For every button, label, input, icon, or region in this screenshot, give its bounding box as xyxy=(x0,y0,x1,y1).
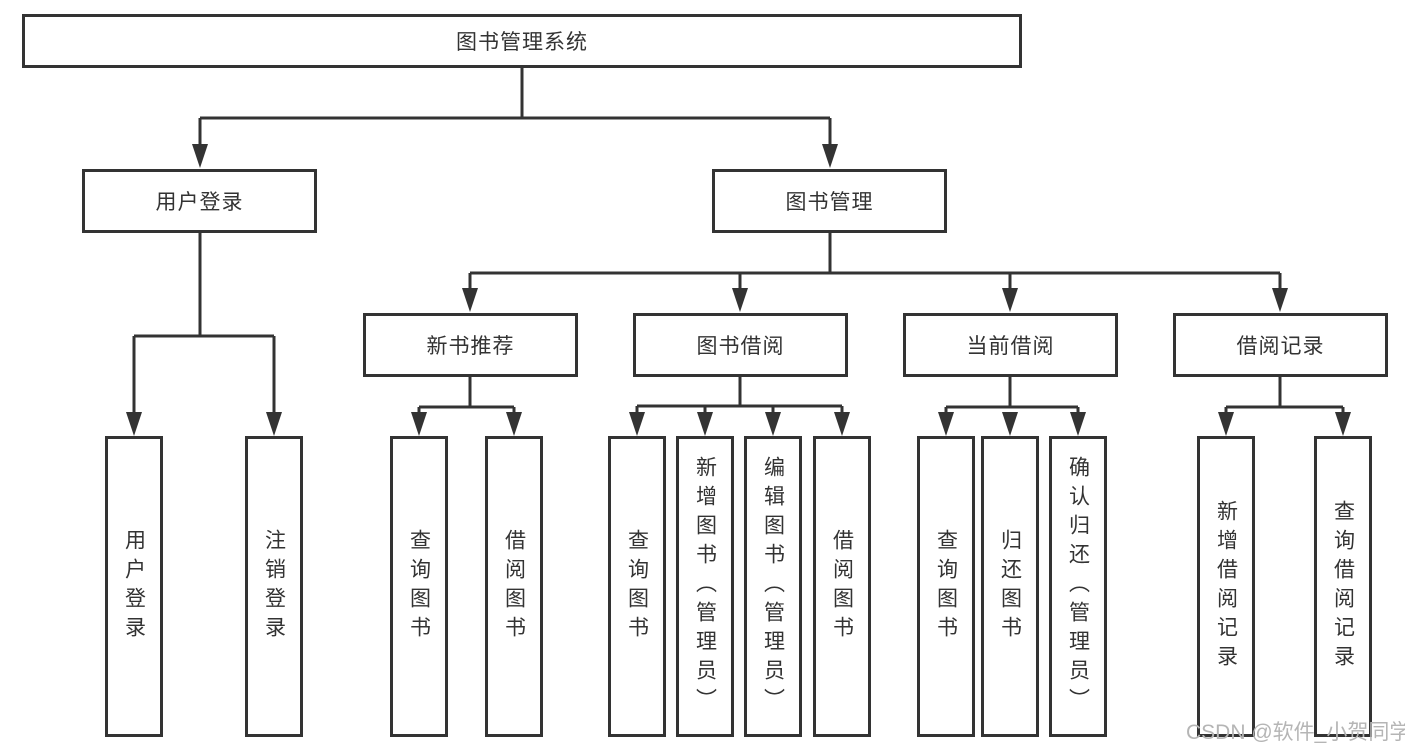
node-borrowing-records-label: 借阅记录 xyxy=(1236,335,1325,358)
node-root-system-label: 图书管理系统 xyxy=(456,31,588,54)
leaf-edit-book-admin-label: 编辑图书（管理员） xyxy=(761,456,785,717)
connector-root-to-level1 xyxy=(192,68,838,168)
node-book-borrowing: 图书借阅 xyxy=(633,313,848,377)
node-user-login: 用户登录 xyxy=(82,169,317,233)
node-book-management-label: 图书管理 xyxy=(785,191,874,214)
leaf-borrow-books-borrowing-label: 借阅图书 xyxy=(830,528,854,645)
leaf-query-books-recommend-label: 查询图书 xyxy=(407,528,431,645)
node-new-book-recommendation: 新书推荐 xyxy=(363,313,578,377)
connector-book-management-to-level2 xyxy=(462,233,1288,312)
leaf-query-books-current-label: 查询图书 xyxy=(934,528,958,645)
leaf-borrow-books-borrowing: 借阅图书 xyxy=(813,436,871,737)
connector-current-borrowing-to-leaves xyxy=(938,377,1086,436)
leaf-user-login-label: 用户登录 xyxy=(122,528,146,645)
leaf-confirm-return-admin-label: 确认归还（管理员） xyxy=(1066,456,1090,717)
leaf-query-books-current: 查询图书 xyxy=(917,436,975,737)
leaf-add-borrow-record-label: 新增借阅记录 xyxy=(1214,499,1238,674)
leaf-borrow-books-recommend-label: 借阅图书 xyxy=(502,528,526,645)
csdn-watermark: CSDN @软件_小贺同学 xyxy=(1186,721,1405,744)
node-book-management: 图书管理 xyxy=(712,169,947,233)
leaf-query-books-borrowing-label: 查询图书 xyxy=(625,528,649,645)
connector-user-login-to-leaves xyxy=(126,233,282,436)
leaf-return-books-label: 归还图书 xyxy=(998,528,1022,645)
leaf-add-book-admin-label: 新增图书（管理员） xyxy=(693,456,717,717)
node-current-borrowing: 当前借阅 xyxy=(903,313,1118,377)
leaf-query-borrow-record: 查询借阅记录 xyxy=(1314,436,1372,737)
leaf-add-borrow-record: 新增借阅记录 xyxy=(1197,436,1255,737)
leaf-query-books-recommend: 查询图书 xyxy=(390,436,448,737)
leaf-confirm-return-admin: 确认归还（管理员） xyxy=(1049,436,1107,737)
node-root-system: 图书管理系统 xyxy=(22,14,1022,68)
leaf-add-book-admin: 新增图书（管理员） xyxy=(676,436,734,737)
leaf-user-login: 用户登录 xyxy=(105,436,163,737)
leaf-logout-label: 注销登录 xyxy=(262,528,286,645)
leaf-return-books: 归还图书 xyxy=(981,436,1039,737)
node-borrowing-records: 借阅记录 xyxy=(1173,313,1388,377)
leaf-query-books-borrowing: 查询图书 xyxy=(608,436,666,737)
connector-new-book-recommendation-to-leaves xyxy=(411,377,522,436)
node-new-book-recommendation-label: 新书推荐 xyxy=(426,335,515,358)
leaf-borrow-books-recommend: 借阅图书 xyxy=(485,436,543,737)
leaf-logout: 注销登录 xyxy=(245,436,303,737)
connector-borrowing-records-to-leaves xyxy=(1218,377,1351,436)
connector-book-borrowing-to-leaves xyxy=(629,377,850,436)
node-current-borrowing-label: 当前借阅 xyxy=(966,335,1055,358)
node-user-login-label: 用户登录 xyxy=(155,191,244,214)
leaf-edit-book-admin: 编辑图书（管理员） xyxy=(744,436,802,737)
leaf-query-borrow-record-label: 查询借阅记录 xyxy=(1331,499,1355,674)
node-book-borrowing-label: 图书借阅 xyxy=(696,335,785,358)
